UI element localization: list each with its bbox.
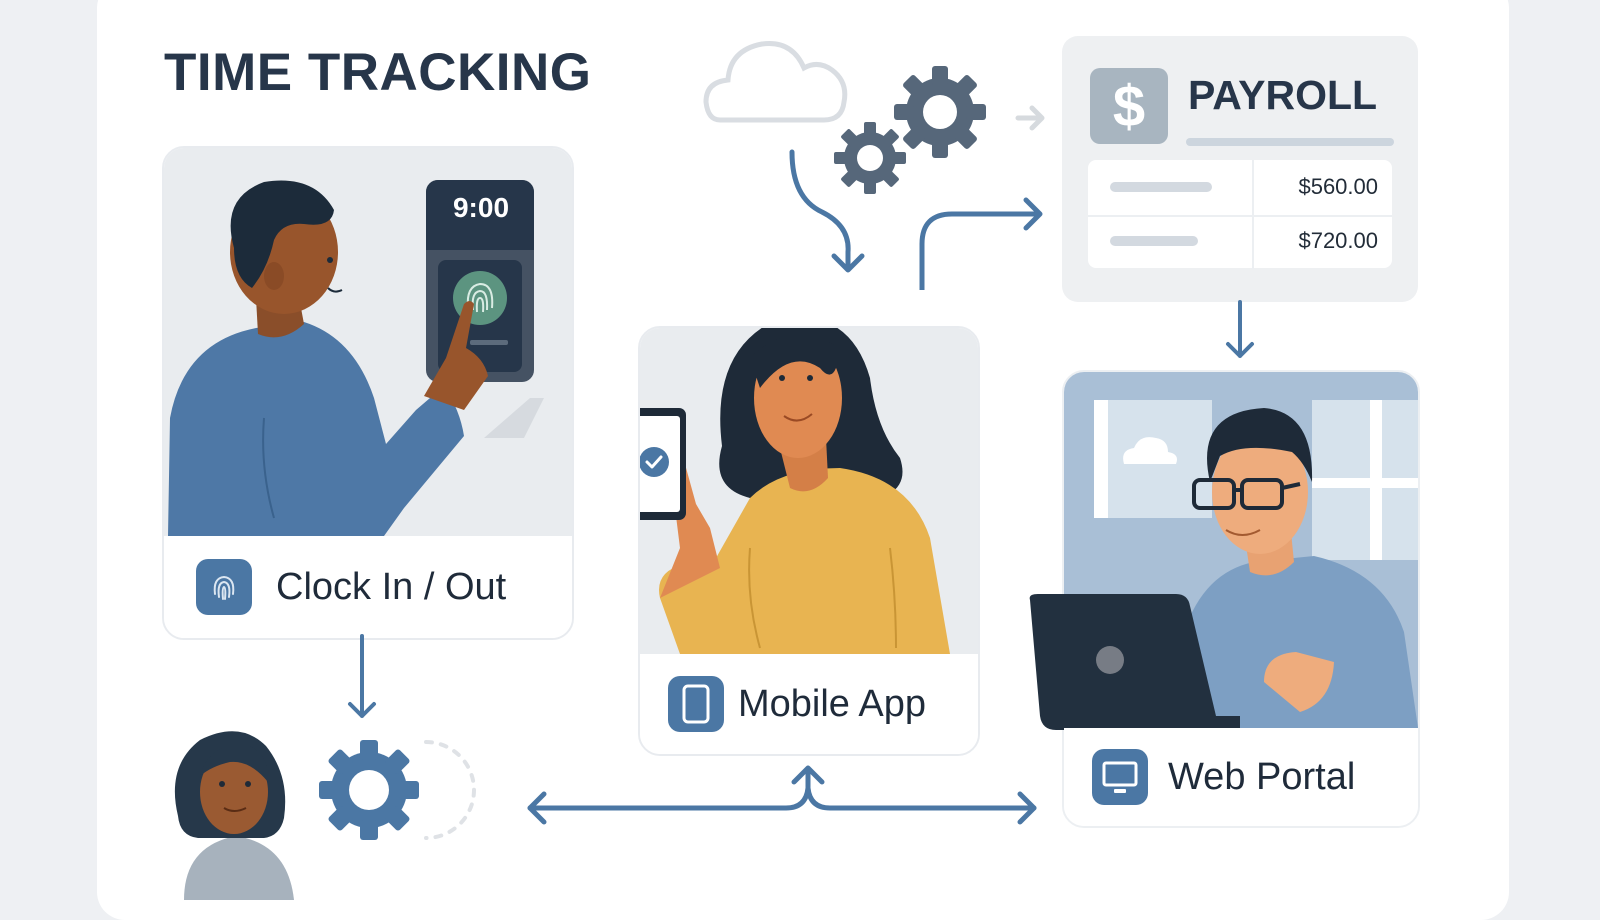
mobile-app-card[interactable]: Mobile App — [638, 326, 980, 756]
table-row: $720.00 — [1088, 214, 1392, 269]
table-row: $560.00 — [1088, 160, 1392, 217]
web-portal-label: Web Portal — [1168, 755, 1356, 798]
mobile-phone-icon — [668, 676, 724, 732]
bidirectional-arrow-icon — [527, 765, 1037, 825]
payroll-amount: $560.00 — [1298, 174, 1378, 199]
dollar-icon: $ — [1090, 68, 1168, 144]
payroll-panel[interactable]: $ PAYROLL $560.00 $720.00 — [1062, 36, 1418, 302]
gear-icon — [319, 740, 476, 840]
payroll-table: $560.00 $720.00 — [1088, 160, 1392, 269]
laptop-illustration — [1029, 594, 1240, 730]
placeholder-bar — [1110, 182, 1212, 192]
arrow-right-icon — [919, 197, 1043, 290]
monitor-icon — [1092, 749, 1148, 805]
arrow-down-icon — [789, 149, 865, 273]
device-time: 9:00 — [452, 192, 510, 223]
web-label-row: Web Portal — [1064, 728, 1418, 826]
column-divider — [1252, 214, 1254, 269]
cloud-icon — [703, 41, 848, 123]
placeholder-bar — [1110, 236, 1198, 246]
page-title: TIME TRACKING — [164, 43, 592, 102]
payroll-underline — [1186, 138, 1394, 146]
gears-icon — [834, 66, 986, 194]
clock-label-row: Clock In / Out — [164, 536, 572, 638]
clock-in-out-card[interactable]: 9:00 Clock In / Out — [162, 146, 574, 640]
mobile-app-label: Mobile App — [738, 682, 927, 725]
clock-scene: 9:00 — [164, 148, 572, 536]
web-portal-card[interactable]: Web Portal — [1029, 370, 1420, 828]
employee-avatar — [174, 731, 294, 900]
mobile-label-row: Mobile App — [640, 654, 978, 754]
arrow-down-icon — [1226, 300, 1254, 358]
clock-in-out-label: Clock In / Out — [276, 565, 507, 608]
column-divider — [1252, 160, 1254, 215]
payroll-amount: $720.00 — [1298, 228, 1378, 253]
arrow-down-icon — [348, 634, 376, 718]
fingerprint-icon — [196, 559, 252, 615]
cloud-gears-cluster — [703, 41, 1045, 290]
payroll-title: PAYROLL — [1188, 72, 1378, 118]
arrow-right-icon — [1015, 105, 1045, 131]
mobile-scene — [640, 328, 978, 654]
